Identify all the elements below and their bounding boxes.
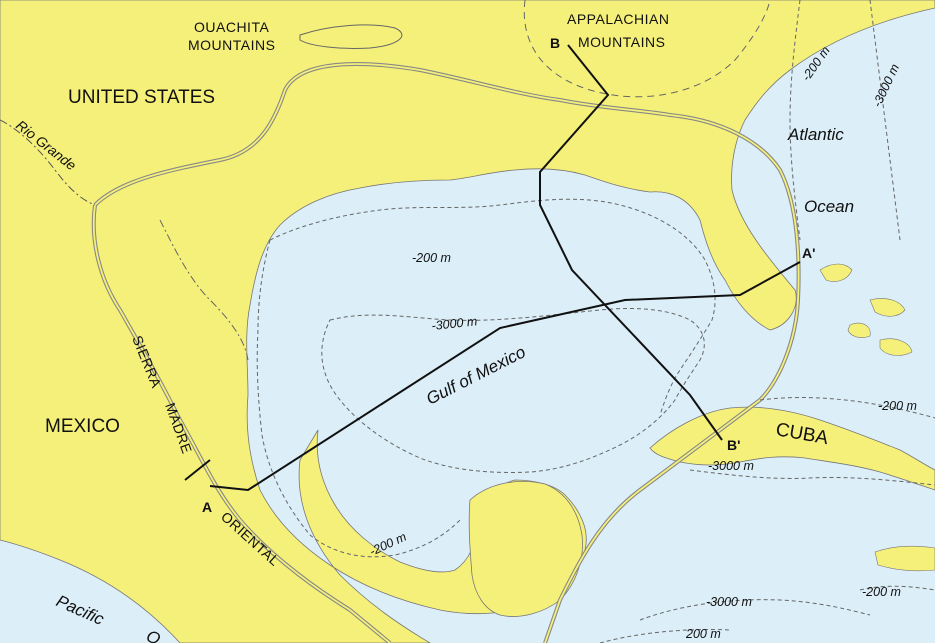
- section-line-b-b-prime: [539, 44, 723, 441]
- hispaniola-land: [874, 545, 935, 572]
- bahamas-2: [869, 298, 906, 317]
- section-line-a-a-prime: [209, 261, 801, 492]
- contour-200m-gulf: [269, 198, 716, 416]
- label-pacific-cut: O: [143, 626, 163, 643]
- point-a-prime: A': [802, 245, 815, 261]
- rio-grande-river: [0, 119, 96, 206]
- ouachita-outline: [299, 24, 403, 49]
- contour-200m-carib: [759, 397, 935, 419]
- contour-200m-west: [256, 239, 461, 558]
- label-united-states: UNITED STATES: [68, 87, 215, 108]
- label-ouachita-line2: MOUNTAINS: [188, 37, 275, 53]
- label-appalachian-line2: MOUNTAINS: [578, 34, 665, 50]
- depth-label-se-200: -200 m: [862, 585, 901, 599]
- contour-3000m-atlantic: [869, 0, 901, 241]
- bahamas-4: [879, 338, 913, 356]
- contour-3000m-se: [639, 599, 871, 621]
- label-ocean: Ocean: [804, 197, 854, 216]
- contour-200m-bottom: [599, 629, 731, 643]
- appalachian-arc: [523, 0, 771, 98]
- contour-200m-atlantic: [789, 0, 801, 241]
- depth-label-carib-200: -200 m: [878, 399, 917, 413]
- mexico-structural-outline-inner: [92, 204, 391, 643]
- section-tick-a: [184, 459, 211, 481]
- contour-3000m-gulf: [321, 308, 705, 473]
- point-b: B: [550, 35, 560, 51]
- depth-label-gulf-3000: -3000 m: [431, 314, 478, 333]
- depth-label-bottom-200: 200 m: [685, 627, 721, 641]
- bahamas-3: [847, 322, 871, 338]
- label-mexico: MEXICO: [45, 416, 120, 437]
- label-ouachita-line1: OUACHITA: [194, 19, 269, 35]
- interior-boundary: [159, 219, 249, 361]
- depth-label-cuba-3000: -3000 m: [708, 459, 754, 473]
- bahamas-1: [819, 263, 853, 282]
- gulf-structural-outline-inner: [94, 63, 800, 643]
- point-b-prime: B': [727, 437, 740, 453]
- depth-label-se-3000: -3000 m: [706, 595, 752, 609]
- label-appalachian-line1: APPALACHIAN: [567, 11, 670, 27]
- point-a: A: [202, 499, 212, 515]
- depth-label-gulf-200: -200 m: [412, 251, 451, 265]
- label-atlantic: Atlantic: [787, 125, 844, 144]
- contour-3000m-cuba: [689, 469, 935, 486]
- pacific-ocean: [0, 540, 180, 643]
